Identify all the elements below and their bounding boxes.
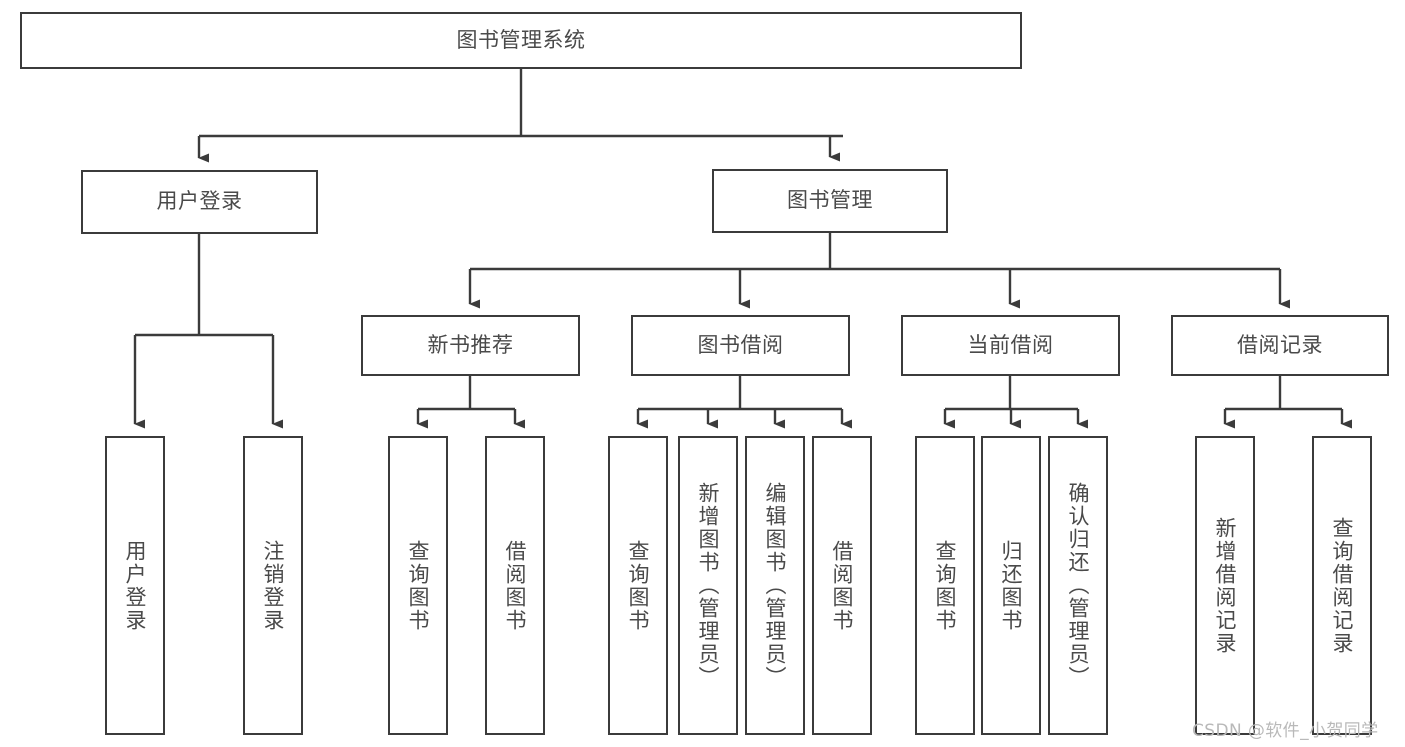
leaf-query-book-2-label: 查询图书 [626,539,651,632]
node-root[interactable]: 图书管理系统 [20,12,1022,69]
node-root-label: 图书管理系统 [456,27,586,52]
node-user-login[interactable]: 用户登录 [81,170,318,234]
leaf-query-borrow-record[interactable]: 查询借阅记录 [1312,436,1372,735]
leaf-add-book-label: 新增图书（管理员） [696,482,721,689]
leaf-user-login[interactable]: 用户登录 [105,436,165,735]
node-borrow-record-label: 借阅记录 [1237,332,1323,357]
leaf-borrow-book-2[interactable]: 借阅图书 [812,436,872,735]
leaf-logout-label: 注销登录 [261,539,286,632]
node-book-borrow-label: 图书借阅 [697,332,784,357]
leaf-query-book-3[interactable]: 查询图书 [915,436,975,735]
csdn-watermark: CSDN @软件_小贺同学 [1192,721,1379,741]
leaf-borrow-book-2-label: 借阅图书 [830,539,855,632]
leaf-query-borrow-record-label: 查询借阅记录 [1330,516,1355,655]
leaf-borrow-book-1[interactable]: 借阅图书 [485,436,545,735]
leaf-add-borrow-record-label: 新增借阅记录 [1213,516,1238,655]
leaf-return-book[interactable]: 归还图书 [981,436,1041,735]
node-new-book-recommend-label: 新书推荐 [427,332,514,357]
leaf-borrow-book-1-label: 借阅图书 [503,539,528,632]
leaf-query-book-2[interactable]: 查询图书 [608,436,668,735]
leaf-query-book-3-label: 查询图书 [933,539,958,632]
leaf-edit-book[interactable]: 编辑图书（管理员） [745,436,805,735]
node-user-login-label: 用户登录 [156,189,243,214]
node-book-borrow[interactable]: 图书借阅 [631,315,850,376]
node-current-borrow-label: 当前借阅 [967,332,1054,357]
leaf-confirm-return-label: 确认归还（管理员） [1066,482,1091,689]
node-book-manage-label: 图书管理 [787,188,873,213]
leaf-edit-book-label: 编辑图书（管理员） [763,482,788,689]
leaf-logout[interactable]: 注销登录 [243,436,303,735]
leaf-add-book[interactable]: 新增图书（管理员） [678,436,738,735]
node-new-book-recommend[interactable]: 新书推荐 [361,315,580,376]
node-borrow-record[interactable]: 借阅记录 [1171,315,1389,376]
node-book-manage[interactable]: 图书管理 [712,169,948,233]
leaf-add-borrow-record[interactable]: 新增借阅记录 [1195,436,1255,735]
leaf-query-book-1[interactable]: 查询图书 [388,436,448,735]
node-current-borrow[interactable]: 当前借阅 [901,315,1120,376]
leaf-confirm-return[interactable]: 确认归还（管理员） [1048,436,1108,735]
leaf-user-login-label: 用户登录 [123,539,148,632]
leaf-return-book-label: 归还图书 [999,539,1024,632]
leaf-query-book-1-label: 查询图书 [406,539,431,632]
